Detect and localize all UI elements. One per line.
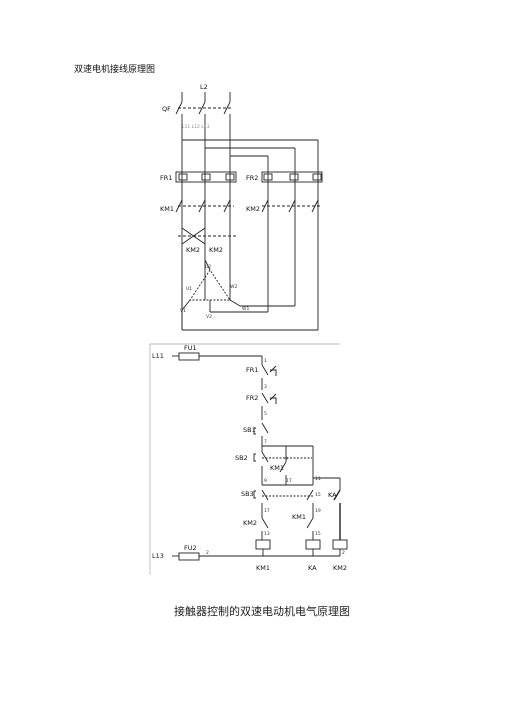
ctrl-ka-contact: KA [328,491,337,499]
ctrl-sb2: SB2 [235,454,248,462]
wire-17: 17 [264,508,270,514]
breaker-label: QF [162,105,171,113]
ctrl-fr2: FR2 [246,394,258,402]
coil-ka: KA [308,564,317,572]
fuse-fu2: FU2 [184,544,197,552]
phase-l13: L13 [152,552,164,560]
power-circuit [175,92,323,331]
phase-l11: L11 [152,352,164,360]
km2-contact-a: KM2 [186,246,200,254]
coil-km1: KM1 [256,564,270,572]
km1-label: KM1 [160,205,174,213]
winding-w1: W1 [242,306,249,312]
km2-contact-b: KM2 [209,246,223,254]
wire-3: 3 [264,384,267,390]
ctrl-km1-interlock: KM1 [292,513,306,521]
wire-11: 11 [315,476,321,482]
wire-9b: 9 [285,456,288,462]
wire-2a: 2 [206,550,209,556]
coil-km2: KM2 [333,564,347,572]
wire-19: 19 [315,508,321,514]
ctrl-fr1: FR1 [246,366,258,374]
wire-1: 1 [264,358,267,364]
ctrl-sb3: SB3 [241,490,254,498]
wire-9: 9 [264,478,267,484]
ctrl-km1-aux: KM1 [270,464,284,472]
document-title: 双速电机接线原理图 [74,65,156,75]
winding-w2: W2 [230,284,237,290]
wire-2b: 2 [342,550,345,556]
winding-u1: U1 [186,286,192,292]
winding-v2: V2 [206,314,212,320]
breaker-terminals: L11 L12 L13 [182,124,210,130]
wire-17b: 17 [286,478,292,484]
fr2-label: FR2 [246,174,258,182]
winding-v1: V1 [180,308,186,314]
wire-15b: 15 [315,492,321,498]
ctrl-sb1: SB1 [243,426,256,434]
diagram-caption: 接触器控制的双速电动机电气原理图 [174,605,350,618]
supply-label: L2 [200,83,208,91]
wire-5: 5 [264,411,267,417]
km2-label: KM2 [246,205,260,213]
control-circuit [149,343,348,575]
fuse-fu1: FU1 [184,344,197,352]
wire-13: 13 [264,531,270,537]
ctrl-km2-interlock: KM2 [243,519,257,527]
winding-u2: U2 [205,264,211,270]
fr1-label: FR1 [160,174,172,182]
wire-15: 15 [315,531,321,537]
wire-7: 7 [264,439,267,445]
